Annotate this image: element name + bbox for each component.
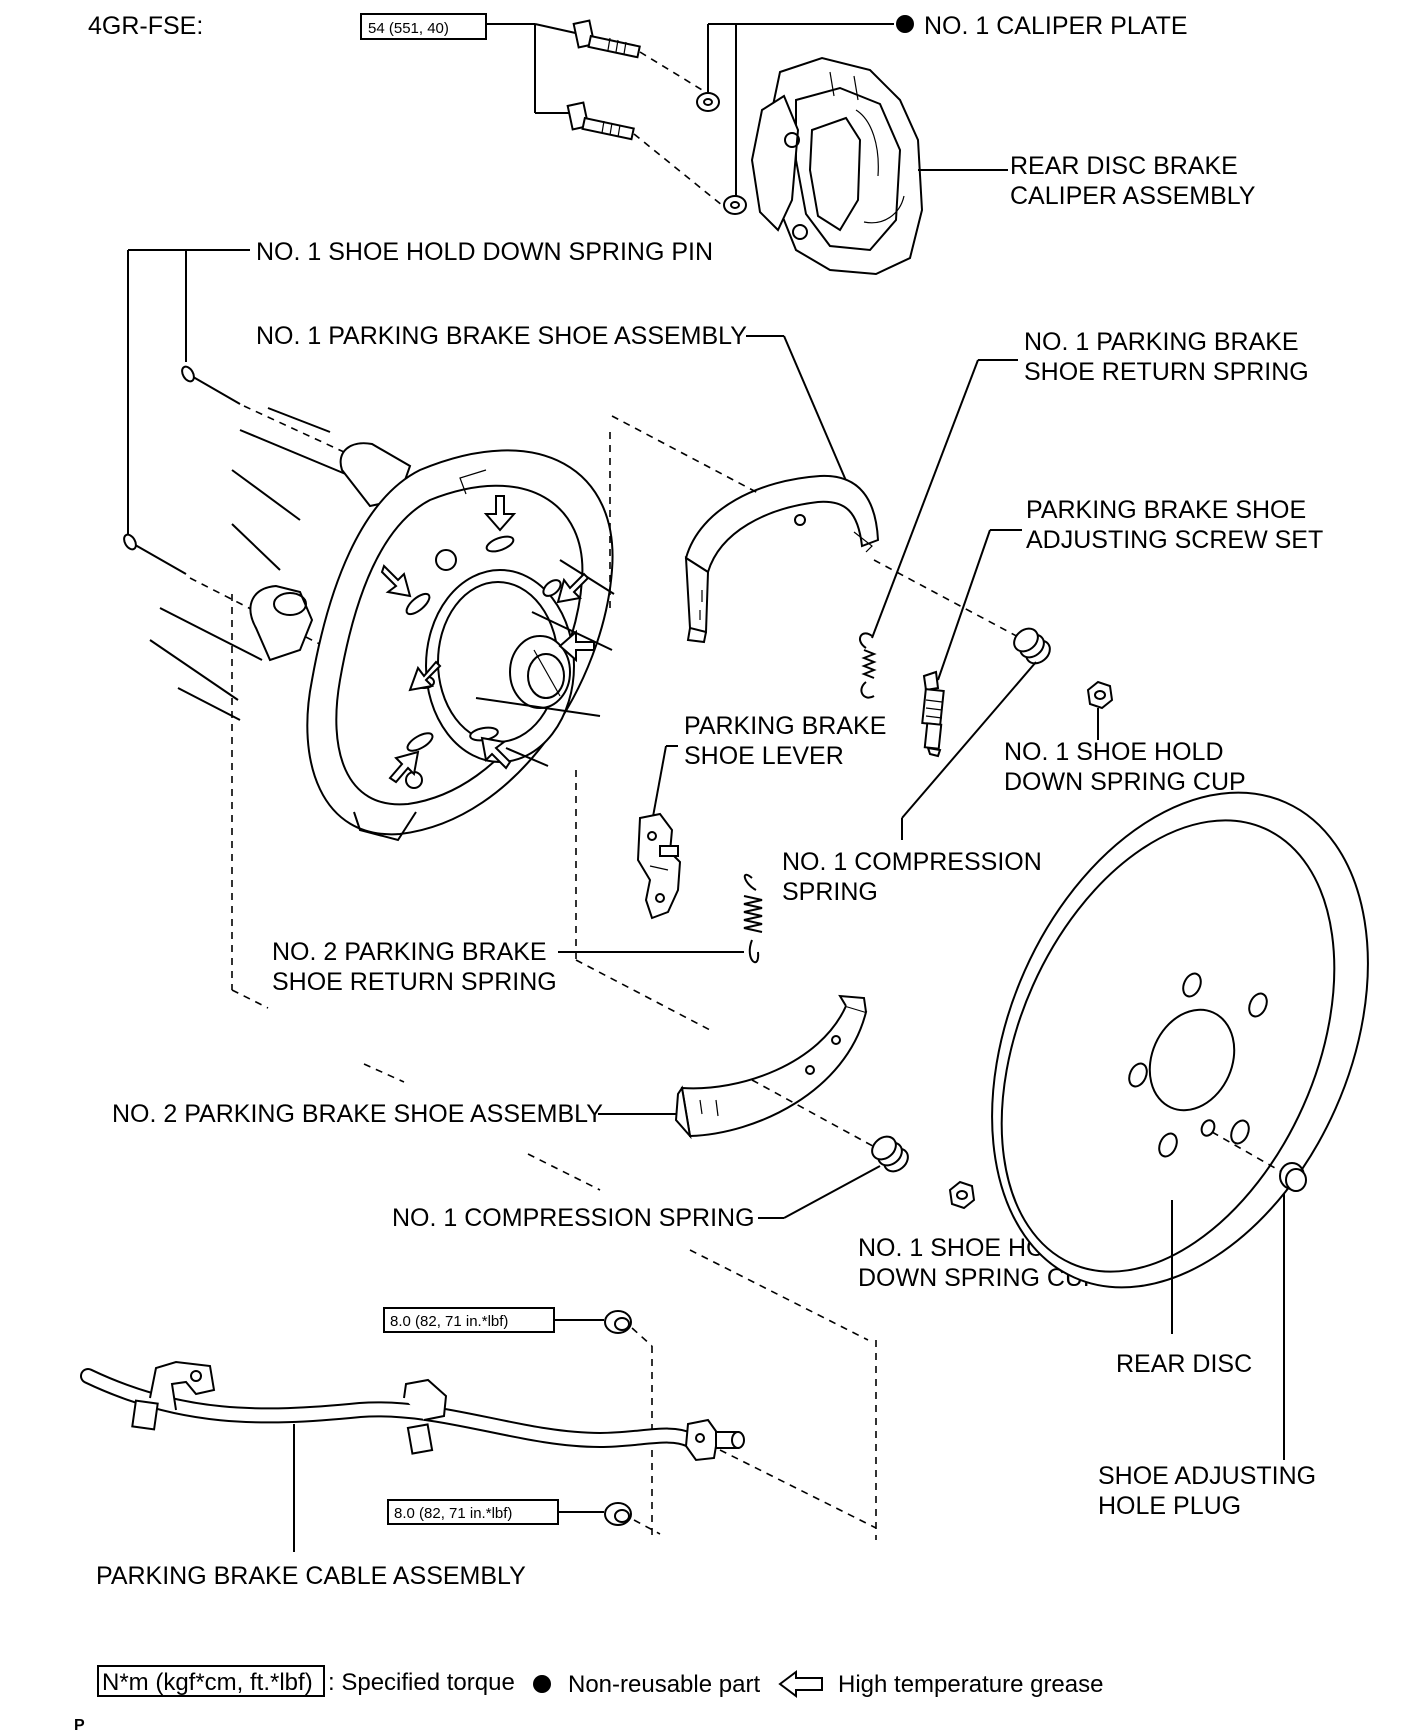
caliper-plate-washer-lower — [723, 195, 747, 215]
parking-brake-shoe-lever — [636, 812, 682, 920]
hold-down-pin-label: NO. 1 SHOE HOLD DOWN SPRING PIN — [256, 238, 713, 266]
hold-down-pin-lower — [123, 533, 187, 575]
shoe-assembly-1-label: NO. 1 PARKING BRAKE SHOE ASSEMBLY — [256, 322, 747, 350]
compression-spring-lower — [871, 1135, 909, 1173]
legend-non-reusable-icon — [533, 1675, 551, 1693]
shoe-assembly-2-callout: NO. 2 PARKING BRAKE SHOE ASSEMBLY — [112, 1100, 696, 1128]
hub — [425, 569, 575, 763]
return-spring-2 — [743, 873, 763, 964]
return-spring-1-label-line2: SHOE RETURN SPRING — [1024, 358, 1309, 386]
compression-spring-upper-label-line2: SPRING — [782, 878, 878, 906]
non-reusable-dot-icon — [896, 15, 914, 33]
adjusting-screw-label-line2: ADJUSTING SCREW SET — [1026, 526, 1323, 554]
cable-torque-lower-value: 8.0 (82, 71 in.*lbf) — [394, 1505, 512, 1522]
hold-down-pin-callout: NO. 1 SHOE HOLD DOWN SPRING PIN — [127, 238, 713, 535]
legend: N*m (kgf*cm, ft.*lbf) : Specified torque… — [97, 1665, 1103, 1698]
compression-spring-upper — [1013, 627, 1051, 665]
caliper-assembly-callout: REAR DISC BRAKE CALIPER ASSEMBLY — [918, 152, 1256, 210]
adjusting-screw-set — [921, 670, 945, 758]
cable-assembly-callout: PARKING BRAKE CABLE ASSEMBLY — [96, 1424, 526, 1590]
caliper-assembly-label-line1: REAR DISC BRAKE — [1010, 152, 1238, 180]
hole-plug — [1279, 1162, 1307, 1192]
return-spring-1 — [859, 632, 877, 699]
compression-spring-lower-callout: NO. 1 COMPRESSION SPRING — [392, 1165, 881, 1232]
hole-plug-label-line2: HOLE PLUG — [1098, 1492, 1241, 1520]
compression-spring-upper-callout: NO. 1 COMPRESSION SPRING — [782, 661, 1042, 906]
legend-grease-text: High temperature grease — [838, 1671, 1103, 1698]
cable-nut-upper — [604, 1310, 632, 1334]
return-spring-1-callout: NO. 1 PARKING BRAKE SHOE RETURN SPRING — [871, 328, 1309, 639]
hole-plug-callout: SHOE ADJUSTING HOLE PLUG — [1098, 1194, 1316, 1520]
spring-cup-upper — [1086, 680, 1114, 740]
spring-cup-upper-label-line1: NO. 1 SHOE HOLD — [1004, 738, 1224, 766]
adjusting-screw-callout: PARKING BRAKE SHOE ADJUSTING SCREW SET — [937, 496, 1323, 681]
legend-non-reusable-text: Non-reusable part — [568, 1671, 760, 1698]
spring-cup-upper-label-line2: DOWN SPRING CUP — [1004, 768, 1246, 796]
cable-assembly-label: PARKING BRAKE CABLE ASSEMBLY — [96, 1562, 526, 1590]
legend-torque-box-text: N*m (kgf*cm, ft.*lbf) — [102, 1669, 313, 1696]
shoe-lever-label-line2: SHOE LEVER — [684, 742, 844, 770]
caliper-body — [750, 56, 924, 276]
shoe-assembly-2-label: NO. 2 PARKING BRAKE SHOE ASSEMBLY — [112, 1100, 603, 1128]
caliper-torque-value: 54 (551, 40) — [368, 20, 449, 37]
cable-torque-upper-value: 8.0 (82, 71 in.*lbf) — [390, 1313, 508, 1330]
legend-grease-arrow-icon — [778, 1670, 823, 1698]
rear-disc — [991, 791, 1369, 1289]
hold-down-pin-upper — [181, 365, 241, 405]
page-mark: P — [74, 1717, 85, 1734]
adjusting-screw-label-line1: PARKING BRAKE SHOE — [1026, 496, 1306, 524]
return-spring-2-label-line2: SHOE RETURN SPRING — [272, 968, 557, 996]
caliper-plate-label: NO. 1 CALIPER PLATE — [924, 12, 1188, 40]
caliper-torque-callout: 54 (551, 40) — [360, 13, 581, 114]
shoe-lever-callout: PARKING BRAKE SHOE LEVER — [651, 712, 886, 823]
return-spring-2-label-line1: NO. 2 PARKING BRAKE — [272, 938, 547, 966]
caliper-bolt-lower — [566, 101, 635, 141]
parking-brake-cable — [80, 1360, 745, 1462]
shoe-lever-label-line1: PARKING BRAKE — [684, 712, 886, 740]
rear-disc-label: REAR DISC — [1116, 1350, 1252, 1378]
parking-brake-shoe-2 — [674, 994, 868, 1140]
cable-nut-lower — [604, 1502, 632, 1526]
engine-code: 4GR-FSE: — [88, 12, 203, 40]
spring-cup-upper-callout: NO. 1 SHOE HOLD DOWN SPRING CUP — [1004, 738, 1246, 796]
parking-brake-shoe-1 — [684, 474, 880, 644]
cable-torque-upper: 8.0 (82, 71 in.*lbf) — [383, 1307, 604, 1333]
compression-spring-lower-label: NO. 1 COMPRESSION SPRING — [392, 1204, 755, 1232]
caliper-assembly-label-line2: CALIPER ASSEMBLY — [1010, 182, 1256, 210]
return-spring-1-label-line1: NO. 1 PARKING BRAKE — [1024, 328, 1299, 356]
caliper-plate-callout: NO. 1 CALIPER PLATE — [707, 12, 1188, 198]
caliper-bolt-upper — [572, 19, 641, 59]
hole-plug-label-line1: SHOE ADJUSTING — [1098, 1462, 1316, 1490]
legend-torque-text: : Specified torque — [328, 1669, 515, 1696]
grease-arrow-icons — [380, 495, 595, 784]
rear-disc-callout: REAR DISC — [1116, 1200, 1252, 1378]
axle-carrier — [149, 407, 412, 721]
shoe-assembly-1-callout: NO. 1 PARKING BRAKE SHOE ASSEMBLY — [256, 322, 851, 491]
spring-cup-lower — [948, 1180, 976, 1210]
cable-torque-lower: 8.0 (82, 71 in.*lbf) — [387, 1499, 604, 1525]
compression-spring-upper-label-line1: NO. 1 COMPRESSION — [782, 848, 1042, 876]
return-spring-2-callout: NO. 2 PARKING BRAKE SHOE RETURN SPRING — [272, 938, 744, 996]
caliper-plate-washer-upper — [696, 92, 720, 112]
legend-torque-box — [97, 1665, 325, 1697]
